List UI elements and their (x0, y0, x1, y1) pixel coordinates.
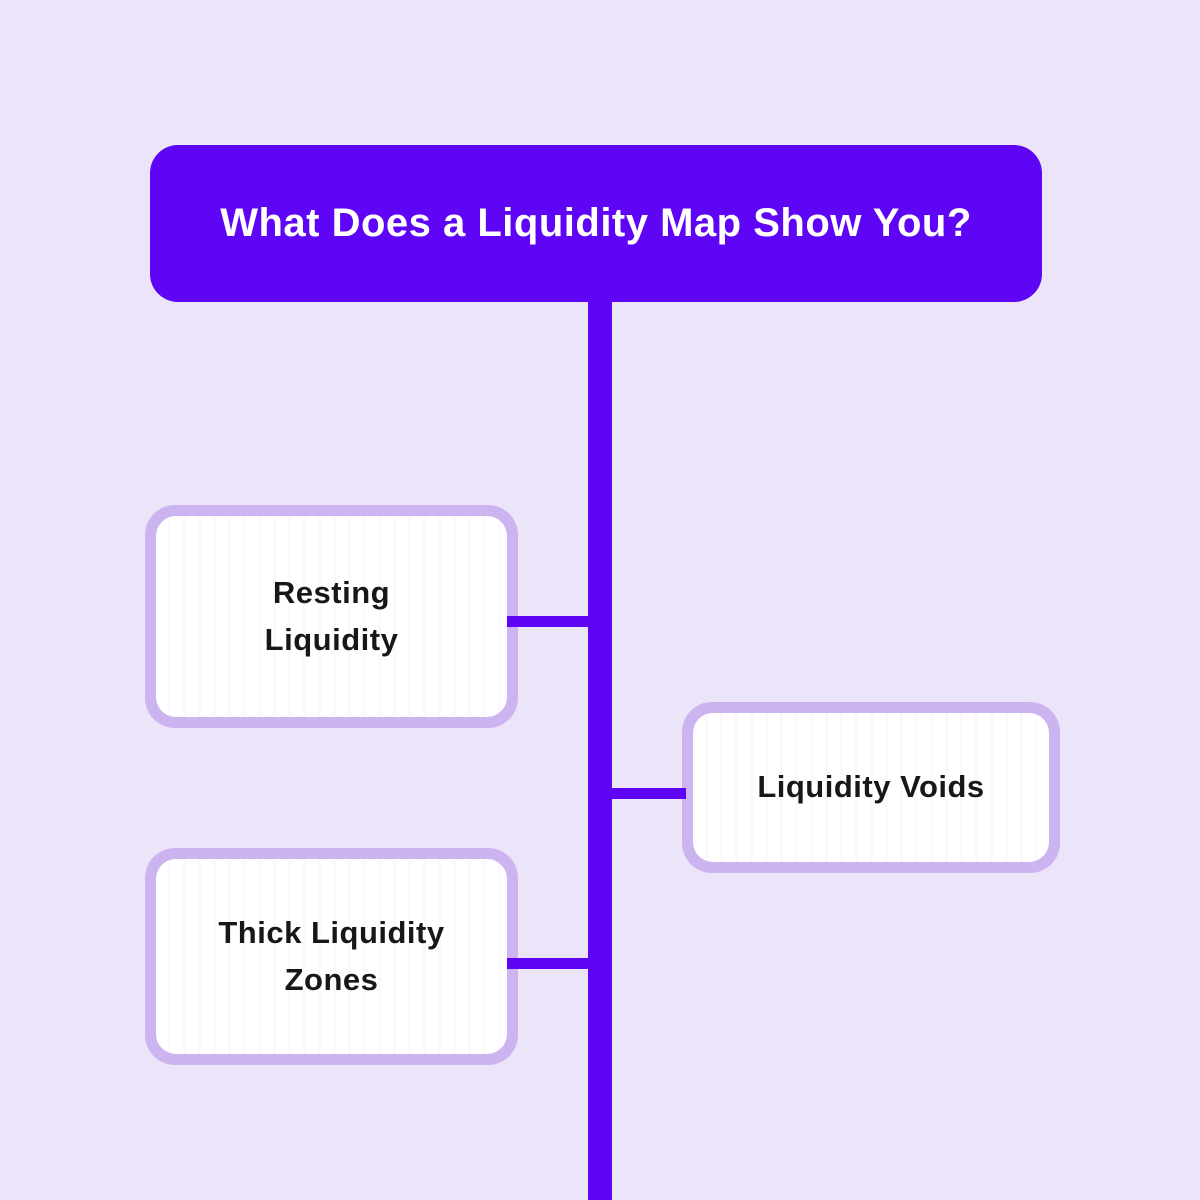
diagram-title: What Does a Liquidity Map Show You? (220, 201, 972, 245)
trunk-line (588, 300, 612, 1200)
node-thick-liquidity-zones: Thick Liquidity Zones (156, 859, 507, 1054)
node-liquidity-voids: Liquidity Voids (693, 713, 1049, 862)
connector-thick-liquidity-zones (506, 958, 590, 969)
connector-resting-liquidity (506, 616, 590, 627)
diagram-title-box: What Does a Liquidity Map Show You? (150, 145, 1042, 302)
node-label-resting-liquidity: Resting Liquidity (264, 575, 399, 657)
connector-liquidity-voids (610, 788, 686, 799)
node-label-liquidity-voids: Liquidity Voids (757, 769, 985, 805)
node-resting-liquidity: Resting Liquidity (156, 516, 507, 717)
node-label-thick-liquidity-zones: Thick Liquidity Zones (218, 915, 445, 997)
